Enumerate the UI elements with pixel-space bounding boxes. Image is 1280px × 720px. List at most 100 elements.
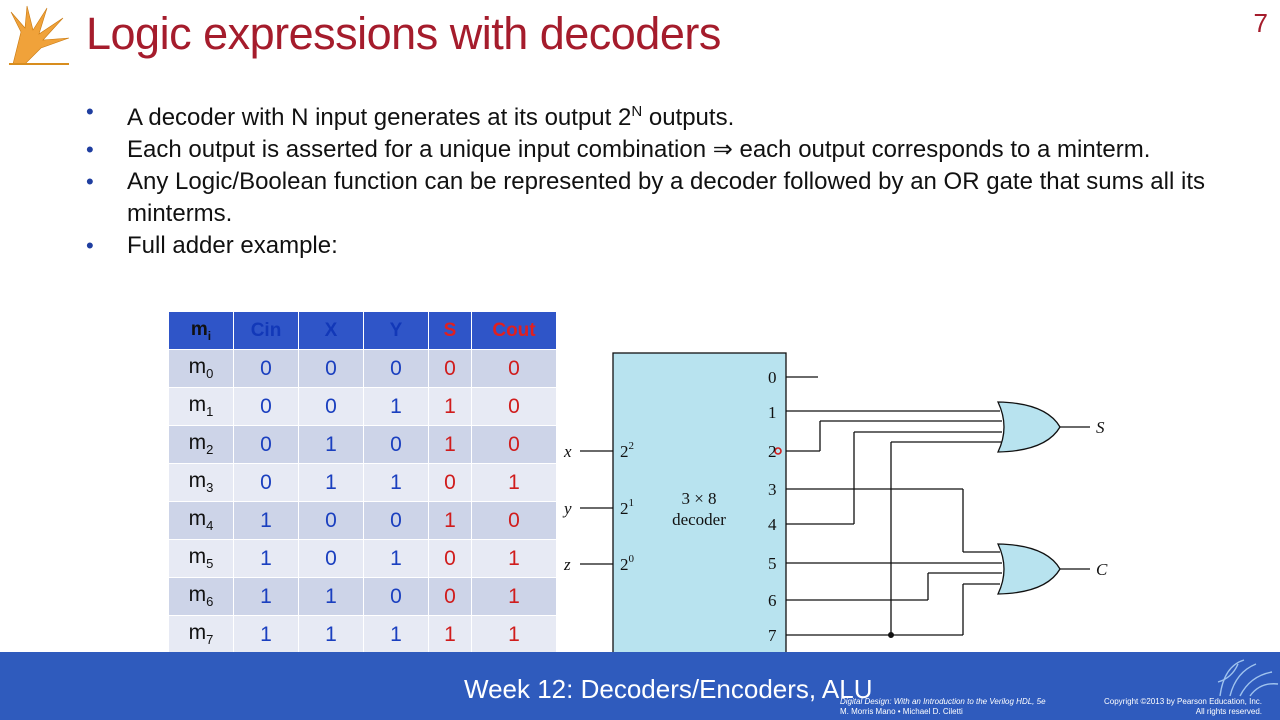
cout-cell: 0 [471,387,557,426]
y-cell: 1 [363,615,429,654]
course-footer-text: Week 12: Decoders/Encoders, ALU [464,674,873,704]
table-header-row: mi Cin X Y S Cout [168,311,557,350]
y-cell: 0 [363,577,429,616]
cout-cell: 1 [471,539,557,578]
cin-cell: 0 [233,387,299,426]
decoder-label: decoder [672,510,726,529]
s-cell: 0 [428,577,472,616]
input-x-label: x [563,442,572,461]
university-logo-icon [9,5,70,65]
x-cell: 0 [298,501,364,540]
cin-cell: 1 [233,577,299,616]
y-cell: 1 [363,463,429,502]
slide-title: Logic expressions with decoders [86,8,721,59]
header-minterm: mi [168,311,234,350]
s-cell: 1 [428,501,472,540]
y-cell: 0 [363,425,429,464]
cout-cell: 1 [471,577,557,616]
decoder-block [612,352,787,664]
s-cell: 1 [428,387,472,426]
x-cell: 0 [298,349,364,388]
copyright-notice: Copyright ©2013 by Pearson Education, In… [1104,697,1262,717]
or-gate-sum [996,401,1061,453]
input-y-label: y [562,499,572,518]
s-cell: 1 [428,425,472,464]
output-pin-label: 4 [768,515,777,534]
cin-cell: 0 [233,349,299,388]
header-y: Y [363,311,429,350]
s-cell: 0 [428,463,472,502]
minterm-cell: m0 [168,349,234,388]
x-cell: 1 [298,577,364,616]
header-cout: Cout [471,311,557,350]
input-z-label: z [563,555,571,574]
y-cell: 1 [363,387,429,426]
output-pin-label: 1 [768,403,777,422]
decoder-label: 3 × 8 [681,489,716,508]
bullet-item: Full adder example: [84,230,1214,262]
minterm-cell: m2 [168,425,234,464]
output-pin-label: 0 [768,368,777,387]
sum-output-label: S [1096,418,1105,437]
input-pin-label: 21 [620,497,634,518]
bullet-item: A decoder with N input generates at its … [84,96,1214,134]
decoder-circuit-diagram: x y z 22 21 20 3 × 8 decoder 0 1 2 3 4 5… [558,343,1114,668]
minterm-cell: m4 [168,501,234,540]
output-pin-label: 2 [768,442,777,461]
output-pin-label: 7 [768,626,777,645]
slide-number: 7 [1253,8,1268,38]
minterm-cell: m3 [168,463,234,502]
x-cell: 1 [298,463,364,502]
minterm-cell: m1 [168,387,234,426]
x-cell: 0 [298,387,364,426]
y-cell: 0 [363,349,429,388]
bullet-text: A decoder with N input generates at its … [127,104,632,131]
cin-cell: 0 [233,463,299,502]
book-title: Digital Design: With an Introduction to … [840,697,1046,706]
minterm-cell: m6 [168,577,234,616]
header-cin: Cin [233,311,299,350]
cout-cell: 1 [471,615,557,654]
bullet-text: outputs. [642,104,735,131]
y-cell: 1 [363,539,429,578]
s-cell: 1 [428,615,472,654]
minterm-cell: m7 [168,615,234,654]
rights-line: All rights reserved. [1195,707,1262,716]
book-citation: Digital Design: With an Introduction to … [840,697,1046,717]
x-cell: 0 [298,539,364,578]
cout-cell: 0 [471,501,557,540]
or-gate-carry [996,543,1061,595]
s-cell: 0 [428,539,472,578]
footer-bar [0,652,1280,720]
publisher-logo-icon [1217,659,1279,697]
cout-cell: 0 [471,349,557,388]
input-pin-label: 20 [620,553,635,574]
copyright-line: Copyright ©2013 by Pearson Education, In… [1104,697,1262,706]
bullet-item: Any Logic/Boolean function can be repres… [84,166,1214,230]
output-pin-label: 5 [768,554,777,573]
cin-cell: 0 [233,425,299,464]
bullet-list: A decoder with N input generates at its … [84,96,1214,262]
output-pin-label: 6 [768,591,777,610]
cin-cell: 1 [233,615,299,654]
minterm-cell: m5 [168,539,234,578]
header-x: X [298,311,364,350]
s-cell: 0 [428,349,472,388]
y-cell: 0 [363,501,429,540]
cout-cell: 0 [471,425,557,464]
header-s: S [428,311,472,350]
cout-cell: 1 [471,463,557,502]
input-pin-label: 22 [620,440,634,461]
bullet-superscript: N [631,103,643,120]
cin-cell: 1 [233,539,299,578]
book-authors: M. Morris Mano • Michael D. Ciletti [840,707,963,716]
